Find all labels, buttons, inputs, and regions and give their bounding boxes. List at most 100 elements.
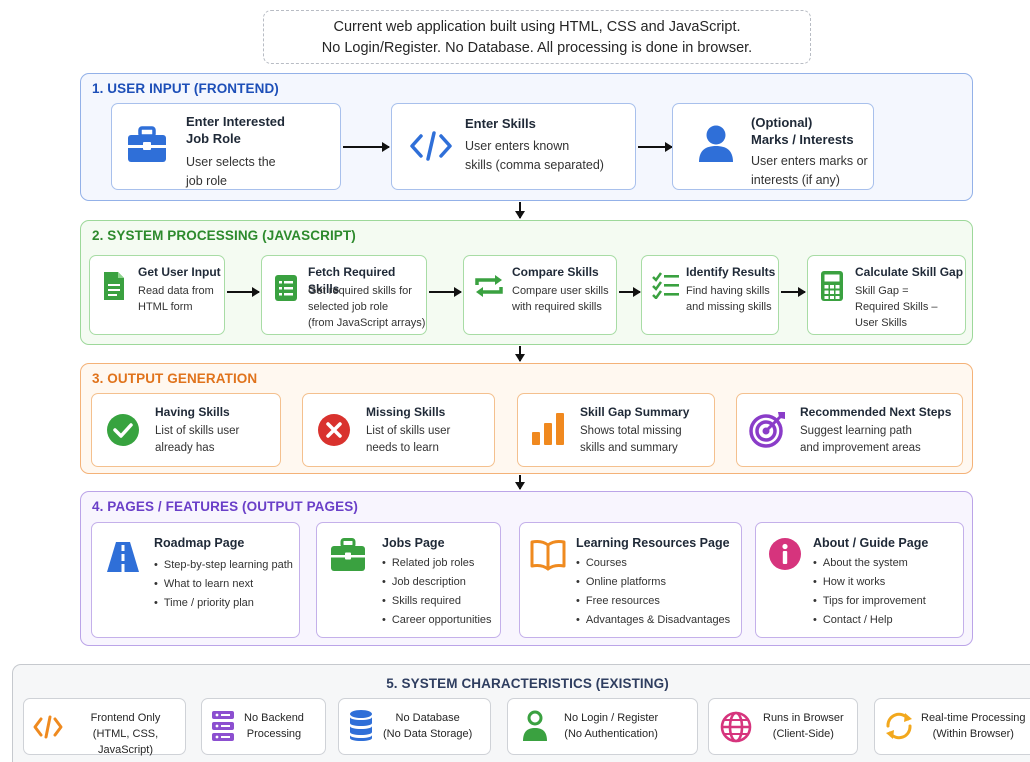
card-desc-line: interests (if any) (751, 173, 840, 187)
user-icon (699, 125, 733, 162)
card-recommended-next-steps: Recommended Next Steps Suggest learning … (736, 393, 963, 467)
section-system-characteristics: 5. SYSTEM CHARACTERISTICS (EXISTING) Fro… (12, 664, 1030, 762)
flow-arrow (429, 287, 462, 297)
card-no-backend: No Backend Processing (201, 698, 326, 755)
list-item: Job description (382, 573, 492, 592)
card-calculate-skill-gap: Calculate Skill Gap Skill Gap = Required… (807, 255, 966, 335)
section-system-processing: 2. SYSTEM PROCESSING (JAVASCRIPT) Get Us… (80, 220, 973, 345)
card-title: Recommended Next Steps (800, 405, 952, 419)
road-icon (107, 542, 139, 572)
card-title-line: Marks / Interests (751, 132, 854, 147)
calculator-icon (821, 271, 843, 301)
card-title: Get User Input (138, 265, 221, 279)
list-item: Time / priority plan (154, 594, 293, 613)
section-title: 4. PAGES / FEATURES (OUTPUT PAGES) (92, 499, 358, 514)
list-item: About the system (813, 554, 926, 573)
card-having-skills: Having Skills List of skills user alread… (91, 393, 281, 467)
document-icon (104, 272, 124, 300)
section-pages-features: 4. PAGES / FEATURES (OUTPUT PAGES) Roadm… (80, 491, 973, 646)
card-title: Missing Skills (366, 405, 446, 419)
flow-arrow-down (515, 202, 525, 219)
card-compare-skills: Compare Skills Compare user skills with … (463, 255, 617, 335)
server-icon (212, 711, 234, 741)
card-desc-line: Compare user skills (512, 285, 609, 297)
section-title: 3. OUTPUT GENERATION (92, 371, 258, 386)
book-icon (530, 539, 566, 571)
card-roadmap-page[interactable]: Roadmap Page Step-by-step learning path … (91, 522, 300, 638)
overview-note: Current web application built using HTML… (263, 10, 811, 64)
card-desc-line: Shows total missing (580, 425, 682, 437)
section-title: 2. SYSTEM PROCESSING (JAVASCRIPT) (92, 228, 356, 243)
x-circle-icon (318, 414, 350, 446)
database-icon (350, 710, 372, 741)
card-desc-line: User selects the (186, 155, 276, 169)
card-enter-skills: Enter Skills User enters known skills (c… (391, 103, 636, 190)
card-line: (Within Browser) (932, 728, 1014, 740)
card-marks-interests: (Optional) Marks / Interests User enters… (672, 103, 874, 190)
list-item: Skills required (382, 592, 492, 611)
card-no-database: No Database (No Data Storage) (338, 698, 491, 755)
card-title: Roadmap Page (154, 536, 245, 550)
card-desc-line: with required skills (512, 301, 602, 313)
card-line: No Login / Register (564, 712, 659, 724)
briefcase-icon (128, 126, 166, 162)
card-get-user-input: Get User Input Read data from HTML form (89, 255, 225, 335)
card-title-line: Enter Interested (186, 114, 285, 129)
card-desc-line: skills (comma separated) (465, 158, 604, 172)
section-title: 5. SYSTEM CHARACTERISTICS (EXISTING) (386, 676, 669, 691)
list-item: Tips for improvement (813, 592, 926, 611)
card-title: Jobs Page (382, 536, 445, 550)
flow-arrow (638, 142, 673, 152)
card-line: Processing (246, 728, 302, 740)
overview-note-line-1: Current web application built using HTML… (333, 19, 741, 35)
list-icon (275, 275, 297, 301)
section-user-input: 1. USER INPUT (FRONTEND) Enter Intereste… (80, 73, 973, 201)
list-item: What to learn next (154, 575, 293, 594)
card-desc-line: List of skills user (155, 425, 240, 437)
code-icon (33, 715, 63, 739)
card-line: No Backend (244, 712, 304, 724)
target-icon (749, 412, 785, 448)
list-item: How it works (813, 573, 926, 592)
card-title: About / Guide Page (813, 536, 929, 550)
card-title-line: Job Role (186, 131, 241, 146)
refresh-icon (886, 712, 912, 740)
flow-arrow (343, 142, 390, 152)
card-identify-results: Identify Results Find having skills and … (641, 255, 779, 335)
card-jobs-page[interactable]: Jobs Page Related job roles Job descript… (316, 522, 501, 638)
card-title: Calculate Skill Gap (855, 265, 964, 279)
list-item: Advantages & Disadvantages (576, 611, 730, 630)
card-title: Compare Skills (512, 265, 599, 279)
card-no-login: No Login / Register (No Authentication) (507, 698, 698, 755)
flow-arrow-down (515, 475, 525, 490)
card-line: Runs in Browser (763, 712, 844, 724)
code-icon (410, 131, 452, 161)
overview-note-line-2: No Login/Register. No Database. All proc… (321, 40, 753, 56)
bar-chart-icon (532, 413, 564, 445)
card-desc-line: User Skills (855, 317, 907, 329)
card-enter-job-role: Enter Interested Job Role User selects t… (111, 103, 341, 190)
list-item: Online platforms (576, 573, 730, 592)
card-line: (HTML, CSS, JavaScript) (92, 728, 159, 756)
card-desc-line: already has (155, 441, 215, 454)
info-icon (769, 538, 801, 570)
checklist-icon (652, 272, 679, 299)
card-missing-skills: Missing Skills List of skills user needs… (302, 393, 495, 467)
card-line: Real-time Processing (921, 712, 1026, 724)
card-title: Fetch Required Skills (308, 265, 396, 296)
card-about-guide-page[interactable]: About / Guide Page About the system How … (755, 522, 964, 638)
card-desc-line: (from JavaScript arrays) (308, 317, 426, 329)
list-item: Career opportunities (382, 611, 492, 630)
compare-arrows-icon (475, 275, 503, 297)
card-desc-line: job role (186, 174, 227, 188)
card-learning-resources-page[interactable]: Learning Resources Page Courses Online p… (519, 522, 742, 638)
card-line: No Database (395, 712, 460, 724)
card-line: (No Authentication) (564, 728, 658, 740)
list-item: Courses (576, 554, 730, 573)
card-desc-line: Read data from (138, 285, 214, 297)
list-item: Related job roles (382, 554, 492, 573)
card-line: Frontend Only (90, 712, 161, 724)
list-item: Contact / Help (813, 611, 926, 630)
card-desc-line: Skill Gap = (855, 285, 909, 297)
card-desc-line: needs to learn (366, 441, 439, 454)
